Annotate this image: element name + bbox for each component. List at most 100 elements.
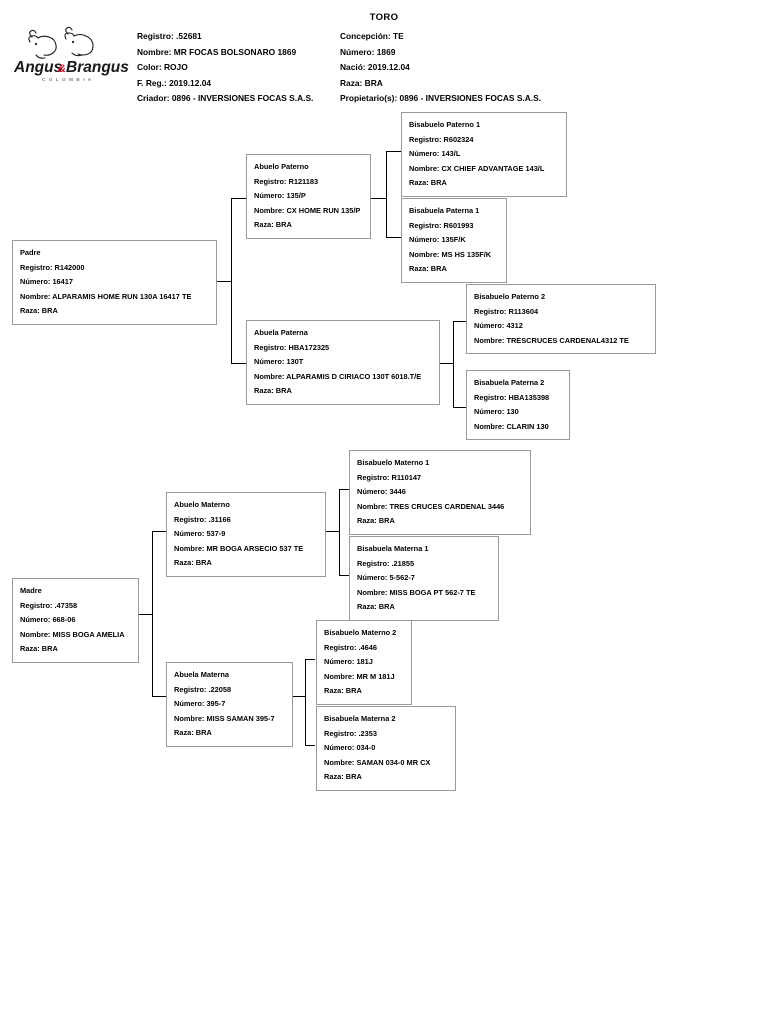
node-nombre: Nombre: SAMAN 034-0 MR CX	[324, 757, 431, 767]
node-numero: Número: 537-9	[174, 529, 226, 539]
connector	[231, 198, 246, 199]
node-registro: Registro: .22058	[174, 684, 232, 694]
node-nombre: Nombre: CX HOME RUN 135/P	[254, 205, 361, 215]
node-raza: Raza: BRA	[20, 306, 58, 316]
node-raza: Raza: BRA	[174, 558, 212, 568]
node-padre[interactable]: Padre Registro: R142000 Número: 16417 No…	[12, 240, 217, 325]
connector	[152, 696, 166, 697]
node-numero: Número: 135/P	[254, 191, 306, 201]
node-registro: Registro: HBA172325	[254, 342, 330, 352]
node-nombre: Nombre: MISS SAMAN 395-7	[174, 713, 275, 723]
node-bisabuela-materna-2[interactable]: Bisabuela Materna 2 Registro: .2353 Núme…	[316, 706, 456, 791]
connector	[453, 321, 454, 407]
connector	[152, 531, 166, 532]
node-role: Abuela Materna	[174, 670, 230, 679]
node-numero: Número: 395-7	[174, 699, 226, 709]
node-registro: Registro: .31166	[174, 514, 231, 524]
node-nombre: Nombre: CLARIN 130	[474, 421, 549, 431]
node-registro: Registro: R113604	[474, 306, 539, 316]
connector	[305, 745, 315, 746]
node-nombre: Nombre: TRESCRUCES CARDENAL4312 TE	[474, 335, 629, 345]
node-nombre: Nombre: CX CHIEF ADVANTAGE 143/L	[409, 163, 545, 173]
node-bisabuelo-materno-2[interactable]: Bisabuelo Materno 2 Registro: .4646 Núme…	[316, 620, 412, 705]
node-bisabuela-paterna-2[interactable]: Bisabuela Paterna 2 Registro: HBA135398 …	[466, 370, 570, 441]
node-numero: Número: 4312	[474, 321, 523, 331]
node-abuela-paterna[interactable]: Abuela Paterna Registro: HBA172325 Númer…	[246, 320, 440, 405]
connector	[339, 489, 349, 490]
node-registro: Registro: R121183	[254, 176, 319, 186]
node-role: Abuelo Paterno	[254, 162, 309, 171]
node-raza: Raza: BRA	[409, 264, 447, 274]
connector	[305, 659, 315, 660]
node-bisabuela-materna-1[interactable]: Bisabuela Materna 1 Registro: .21855 Núm…	[349, 536, 499, 621]
node-abuelo-paterno[interactable]: Abuelo Paterno Registro: R121183 Número:…	[246, 154, 371, 239]
node-numero: Número: 130	[474, 407, 519, 417]
header-nacio: Nació: 2019.12.04	[340, 62, 410, 72]
node-role: Bisabuela Materna 2	[324, 714, 396, 723]
connector	[231, 363, 246, 364]
node-madre[interactable]: Madre Registro: .47358 Número: 668-06 No…	[12, 578, 139, 663]
node-role: Madre	[20, 586, 42, 595]
node-role: Abuela Paterna	[254, 328, 308, 337]
connector	[440, 363, 453, 364]
header-concepcion: Concepción: TE	[340, 31, 404, 41]
node-registro: Registro: R110147	[357, 472, 422, 482]
connector	[231, 198, 232, 363]
node-nombre: Nombre: MR M 181J	[324, 671, 395, 681]
node-registro: Registro: .2353	[324, 728, 377, 738]
node-abuelo-materno[interactable]: Abuelo Materno Registro: .31166 Número: …	[166, 492, 326, 577]
header-fecha-reg: F. Reg.: 2019.12.04	[137, 77, 212, 88]
node-registro: Registro: .4646	[324, 642, 377, 652]
node-numero: Número: 16417	[20, 277, 73, 287]
node-nombre: Nombre: TRES CRUCES CARDENAL 3446	[357, 501, 505, 511]
node-bisabuelo-paterno-2[interactable]: Bisabuelo Paterno 2 Registro: R113604 Nú…	[466, 284, 656, 355]
header-raza: Raza: BRA	[340, 77, 383, 88]
node-role: Bisabuela Paterna 2	[474, 378, 545, 387]
connector	[339, 575, 349, 576]
header-propietarios: Propietario(s): 0896 - INVERSIONES FOCAS…	[340, 93, 542, 103]
connector	[339, 489, 340, 575]
connector	[386, 237, 401, 238]
node-nombre: Nombre: MS HS 135F/K	[409, 249, 492, 259]
node-registro: Registro: HBA135398	[474, 392, 550, 402]
node-raza: Raza: BRA	[357, 602, 395, 612]
node-role: Bisabuelo Materno 1	[357, 458, 430, 467]
node-raza: Raza: BRA	[174, 728, 212, 738]
header-criador: Criador: 0896 - INVERSIONES FOCAS S.A.S.	[137, 93, 314, 103]
node-numero: Número: 668-06	[20, 615, 76, 625]
node-registro: Registro: R602324	[409, 134, 474, 144]
connector	[326, 531, 339, 532]
node-registro: Registro: .47358	[20, 600, 78, 610]
node-nombre: Nombre: MR BOGA ARSECIO 537 TE	[174, 543, 304, 553]
node-role: Bisabuelo Paterno 2	[474, 292, 546, 301]
connector	[217, 281, 231, 282]
angus-brangus-logo: Angus & Brangus C O L O M B I A	[14, 24, 132, 86]
node-raza: Raza: BRA	[254, 386, 292, 396]
node-bisabuelo-paterno-1[interactable]: Bisabuelo Paterno 1 Registro: R602324 Nú…	[401, 112, 567, 197]
node-role: Bisabuelo Materno 2	[324, 628, 397, 637]
header-left-column: Registro: .52681 Nombre: MR FOCAS BOLSON…	[137, 29, 313, 107]
node-numero: Número: 3446	[357, 487, 406, 497]
node-bisabuelo-materno-1[interactable]: Bisabuelo Materno 1 Registro: R110147 Nú…	[349, 450, 531, 535]
node-raza: Raza: BRA	[324, 772, 362, 782]
node-numero: Número: 143/L	[409, 149, 461, 159]
header-right-column: Concepción: TE Número: 1869 Nació: 2019.…	[340, 29, 541, 107]
node-numero: Número: 135F/K	[409, 235, 466, 245]
connector	[139, 614, 152, 615]
node-bisabuela-paterna-1[interactable]: Bisabuela Paterna 1 Registro: R601993 Nú…	[401, 198, 507, 283]
node-numero: Número: 181J	[324, 657, 373, 667]
connector	[453, 321, 466, 322]
node-abuela-materna[interactable]: Abuela Materna Registro: .22058 Número: …	[166, 662, 293, 747]
connector	[453, 407, 466, 408]
node-role: Bisabuela Materna 1	[357, 544, 429, 553]
node-registro: Registro: .21855	[357, 558, 415, 568]
node-role: Abuelo Materno	[174, 500, 230, 509]
logo-wordmark-angus: Angus	[14, 59, 63, 76]
connector	[371, 198, 386, 199]
logo-wordmark-brangus: Brangus	[66, 59, 129, 76]
node-raza: Raza: BRA	[357, 516, 395, 526]
connector	[305, 659, 306, 745]
header-color: Color: ROJO	[137, 62, 188, 72]
node-role: Padre	[20, 248, 41, 257]
node-role: Bisabuelo Paterno 1	[409, 120, 481, 129]
